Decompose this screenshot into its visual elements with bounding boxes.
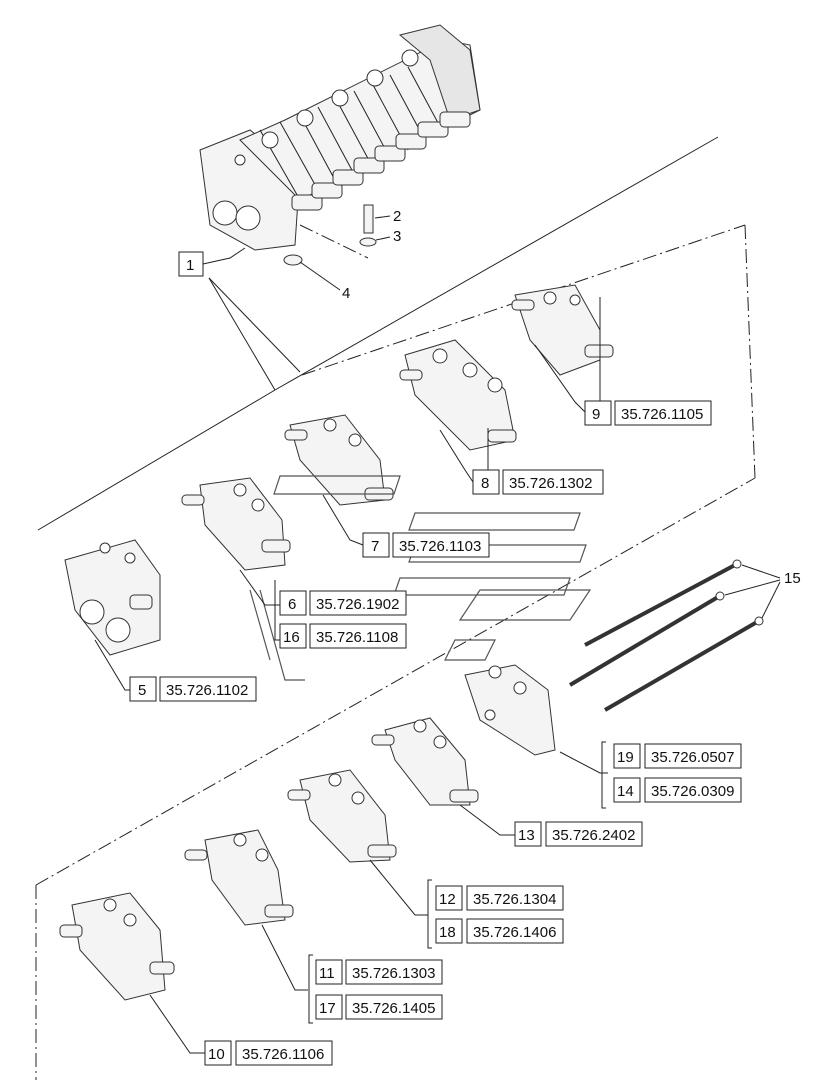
part-label-7: 7 35.726.1103 xyxy=(362,532,490,558)
section-6-drawing xyxy=(181,477,291,571)
svg-text:5: 5 xyxy=(138,682,146,699)
leader-line xyxy=(239,569,280,606)
section-19-drawing xyxy=(464,664,556,756)
svg-text:35.726.2402: 35.726.2402 xyxy=(552,827,635,844)
svg-text:11: 11 xyxy=(319,965,335,982)
dash-dot-line xyxy=(299,224,369,259)
leader-line xyxy=(374,215,391,219)
section-9-drawing xyxy=(511,284,614,376)
part-label-6: 6 35.726.1902 xyxy=(279,590,407,616)
divider-line xyxy=(274,136,719,391)
group-bracket xyxy=(427,879,432,949)
washer-icon xyxy=(359,237,377,247)
svg-text:6: 6 xyxy=(288,596,296,613)
svg-text:35.726.1302: 35.726.1302 xyxy=(509,475,592,492)
svg-text:35.726.1105: 35.726.1105 xyxy=(621,406,703,423)
section-8-drawing xyxy=(399,339,517,451)
leader-line xyxy=(322,494,364,546)
leader-line xyxy=(459,804,515,836)
svg-text:35.726.1902: 35.726.1902 xyxy=(316,596,399,613)
dash-dot-line xyxy=(301,224,746,376)
svg-text:35.726.1103: 35.726.1103 xyxy=(399,538,481,555)
leader-line xyxy=(761,581,781,619)
leader-line xyxy=(299,261,341,291)
part-label-13: 13 35.726.2402 xyxy=(514,821,643,847)
section-5-drawing xyxy=(64,539,161,656)
tie-rods-drawing xyxy=(568,559,764,712)
leader-line xyxy=(741,564,781,579)
svg-text:19: 19 xyxy=(617,749,634,766)
svg-text:10: 10 xyxy=(208,1046,225,1063)
leader-line xyxy=(439,429,474,483)
svg-text:35.726.1102: 35.726.1102 xyxy=(166,682,248,699)
part-label-5: 5 35.726.1102 xyxy=(129,676,257,702)
svg-text:7: 7 xyxy=(371,538,379,555)
leader-line xyxy=(208,277,276,391)
part-label-8: 8 35.726.1302 xyxy=(472,469,604,495)
group-bracket xyxy=(308,954,313,1024)
part-label-18: 18 35.726.1406 xyxy=(435,918,564,944)
section-11-drawing xyxy=(184,829,294,926)
svg-text:8: 8 xyxy=(481,475,489,492)
svg-text:35.726.1108: 35.726.1108 xyxy=(316,629,398,646)
bolt-icon xyxy=(363,204,374,234)
dash-dot-line xyxy=(744,224,756,479)
part-label-9: 9 35.726.1105 xyxy=(584,400,712,426)
section-12-drawing xyxy=(287,769,397,863)
leader-line xyxy=(534,344,586,413)
leader-line xyxy=(149,994,205,1054)
svg-text:9: 9 xyxy=(592,406,600,423)
callout-2: 2 xyxy=(393,208,401,225)
part-label-17: 17 35.726.1405 xyxy=(315,994,443,1020)
callout-4: 4 xyxy=(342,285,350,302)
callout-1: 1 xyxy=(186,257,194,274)
svg-text:18: 18 xyxy=(439,924,456,941)
divider-line xyxy=(37,389,276,531)
dash-dot-line xyxy=(35,477,756,886)
part-label-16: 16 35.726.1108 xyxy=(279,623,407,649)
callout-3: 3 xyxy=(393,228,401,245)
leader-line xyxy=(94,639,130,691)
svg-text:13: 13 xyxy=(518,827,535,844)
part-label-12: 12 35.726.1304 xyxy=(435,885,564,911)
svg-text:35.726.1106: 35.726.1106 xyxy=(242,1046,324,1063)
svg-text:35.726.1406: 35.726.1406 xyxy=(473,924,556,941)
svg-text:35.726.0507: 35.726.0507 xyxy=(651,749,734,766)
svg-text:35.726.0309: 35.726.0309 xyxy=(651,783,734,800)
callout-15: 15 xyxy=(784,570,801,587)
leader-line xyxy=(261,924,308,991)
leader-line xyxy=(724,579,781,596)
leader-line xyxy=(375,236,391,241)
part-label-19: 19 35.726.0507 xyxy=(613,743,742,769)
svg-text:35.726.1303: 35.726.1303 xyxy=(352,965,435,982)
leader-line xyxy=(559,751,608,774)
svg-text:16: 16 xyxy=(283,629,300,646)
svg-text:35.726.1405: 35.726.1405 xyxy=(352,1000,435,1017)
washer-icon xyxy=(283,254,303,266)
section-7-drawing xyxy=(284,414,394,506)
part-label-11: 11 35.726.1303 xyxy=(315,959,443,985)
callout-box-1 xyxy=(178,251,204,277)
leader-line xyxy=(202,247,246,265)
valve-bank-assembly xyxy=(199,24,481,251)
svg-text:14: 14 xyxy=(617,783,634,800)
section-13-drawing xyxy=(371,717,479,806)
section-10-drawing xyxy=(59,892,175,1001)
part-label-14: 14 35.726.0309 xyxy=(613,777,742,803)
svg-text:12: 12 xyxy=(439,891,456,908)
group-bracket xyxy=(601,741,606,809)
svg-text:17: 17 xyxy=(319,1000,336,1017)
leader-line xyxy=(208,277,301,373)
ghost-outline-drawing xyxy=(249,475,592,681)
leader-line xyxy=(369,859,428,916)
svg-text:35.726.1304: 35.726.1304 xyxy=(473,891,556,908)
part-label-10: 10 35.726.1106 xyxy=(204,1040,333,1066)
